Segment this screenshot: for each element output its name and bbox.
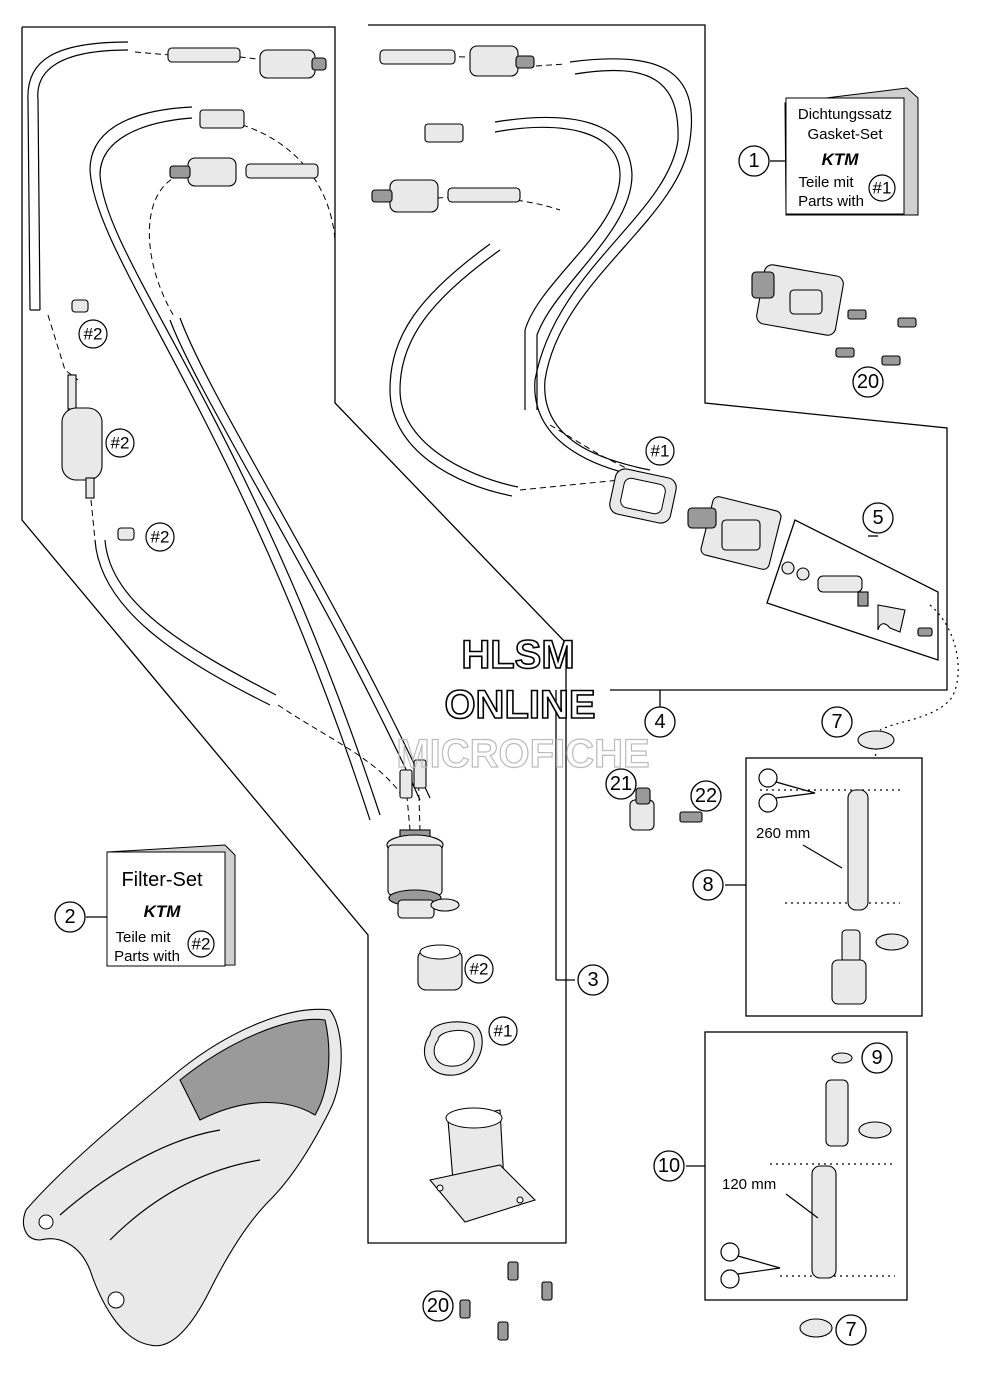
callout-8: 8 — [702, 874, 713, 896]
gasket-kit-line3: Teile mit — [798, 174, 854, 191]
gasket-kit-line1: Dichtungssatz — [798, 106, 892, 123]
left-group-outline — [21, 26, 567, 1244]
left-connectors — [167, 47, 327, 187]
screws-20-top — [835, 309, 917, 366]
filter-kit-ref: #2 — [192, 935, 211, 954]
filter-kit-title: Filter-Set — [121, 869, 203, 891]
ref-2-filter-sock: #2 — [470, 960, 489, 979]
filter-kit-brand-logo: KTM — [144, 902, 182, 921]
callout-22: 22 — [695, 785, 717, 807]
scissors-icon-120 — [720, 1242, 781, 1289]
right-group-outline — [368, 24, 948, 691]
watermark-line1: HLSM — [461, 633, 574, 677]
callout-20-top: 20 — [857, 371, 879, 393]
quick-coupling-female-2 — [187, 157, 237, 187]
gasket-kit-brand-logo: KTM — [822, 150, 860, 169]
left-hose-set — [27, 41, 431, 821]
pressure-regulator-parts — [781, 561, 933, 637]
hose-120-length: 120 mm — [722, 1176, 776, 1193]
flange-cover-assembly — [751, 264, 844, 336]
fuel-tank — [22, 1008, 342, 1347]
callout-20-bottom: 20 — [427, 1295, 449, 1317]
quick-coupling-male-1 — [167, 47, 241, 63]
callout-9: 9 — [871, 1047, 882, 1069]
pump-housing — [428, 1107, 537, 1223]
filter-kit-line3: Teile mit — [115, 929, 171, 946]
quick-coupling-male-2 — [245, 163, 319, 179]
group-5-frame — [766, 519, 939, 661]
gasket-kit-line2: Gasket-Set — [807, 126, 883, 143]
callout-2: 2 — [64, 906, 75, 928]
gasket-kit-line4: Parts with — [798, 193, 864, 210]
flange-o-ring-gasket — [423, 1021, 483, 1076]
callout-1: 1 — [748, 150, 759, 172]
hose-clamp-7-bottom — [799, 1318, 833, 1338]
right-hose-set — [389, 58, 692, 497]
watermark-line3: MICROFICHE — [396, 732, 649, 776]
hose-120-parts — [770, 1052, 895, 1279]
quick-coupling-female-1 — [259, 49, 316, 79]
screws-20-bottom — [459, 1261, 553, 1341]
pump-filter-sock — [417, 944, 463, 991]
pump-flange-connector — [687, 496, 782, 570]
callout-5: 5 — [872, 507, 883, 529]
callout-3: 3 — [587, 969, 598, 991]
callout-21: 21 — [610, 773, 632, 795]
gasket-set-kit: Dichtungssatz Gasket-Set KTM Teile mit P… — [784, 87, 919, 216]
right-connectors — [371, 45, 535, 213]
bracket-21 — [629, 787, 655, 831]
ref-2-filter: #2 — [111, 434, 130, 453]
screw-22 — [679, 811, 703, 823]
watermark-line2: ONLINE — [444, 683, 595, 727]
hose-260-box — [745, 757, 923, 1017]
scissors-icon-260 — [758, 768, 816, 813]
hose-260-parts — [760, 789, 909, 1005]
wire-plug-1 — [199, 109, 245, 129]
inline-fuel-filter — [61, 299, 135, 541]
gasket-kit-ref: #1 — [873, 179, 892, 198]
callout-7-bottom: 7 — [845, 1319, 856, 1341]
callout-10: 10 — [658, 1155, 680, 1177]
hose-260-length: 260 mm — [756, 825, 810, 842]
hose-clamp-7-top — [857, 730, 895, 750]
pump-flange-gasket — [609, 468, 677, 524]
callout-7-top: 7 — [831, 711, 842, 733]
filter-set-kit: Filter-Set KTM Teile mit Parts with #2 — [106, 844, 236, 967]
fuel-pump — [386, 759, 460, 919]
ref-1-flange-gasket: #1 — [651, 442, 670, 461]
filter-kit-line4: Parts with — [114, 948, 180, 965]
callout-4: 4 — [654, 711, 665, 733]
ref-1-o-ring: #1 — [494, 1022, 513, 1041]
ref-2-filter-seal-top: #2 — [84, 325, 103, 344]
ref-2-filter-seal-bottom: #2 — [151, 528, 170, 547]
